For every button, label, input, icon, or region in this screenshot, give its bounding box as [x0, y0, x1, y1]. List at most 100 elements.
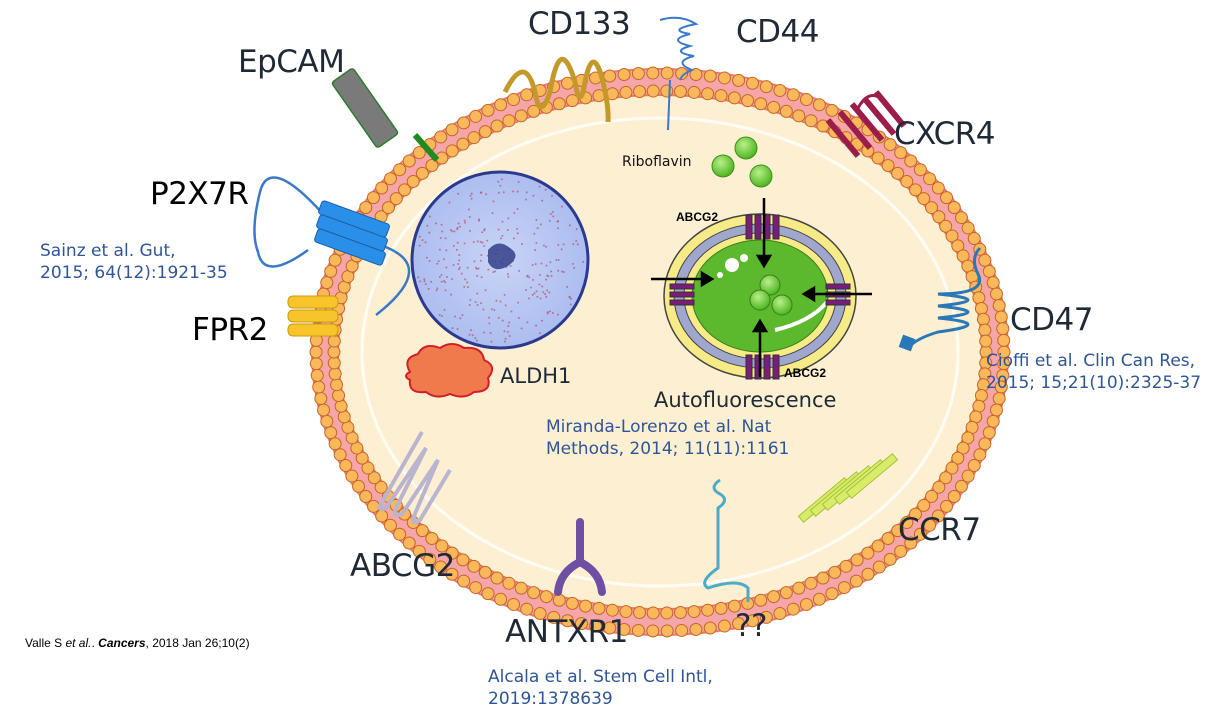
lipid-head [812, 98, 826, 112]
lipid-head [967, 458, 981, 472]
lipid-head [931, 509, 945, 523]
abcg2-membrane-protein-icon [377, 431, 452, 525]
chromatin-dot [551, 194, 554, 197]
chromatin-dot [538, 283, 541, 286]
cd133-protein-icon [502, 57, 611, 123]
chromatin-dot [484, 289, 487, 292]
lipid-head [891, 524, 905, 538]
chromatin-dot [507, 325, 510, 328]
lipid-head [328, 367, 342, 381]
chromatin-dot [528, 276, 531, 279]
chromatin-dot [436, 262, 439, 265]
chromatin-dot [457, 268, 460, 271]
figure-citation: Valle S et al.. Cancers, 2018 Jan 26;10(… [25, 636, 250, 650]
lipid-head [746, 76, 760, 90]
chromatin-dot [470, 197, 473, 200]
chromatin-dot [525, 191, 528, 194]
lipid-head [445, 546, 459, 560]
lipid-head [425, 159, 439, 173]
lipid-head [825, 587, 839, 601]
chromatin-dot [545, 264, 548, 267]
chromatin-dot [504, 304, 507, 307]
lipid-head [646, 84, 660, 98]
lipid-head [908, 183, 922, 197]
reference-miranda: Miranda-Lorenzo et al. Nat Methods, 2014… [546, 416, 789, 460]
lipid-head [560, 614, 574, 628]
lipid-head [976, 312, 990, 326]
chromatin-dot [469, 329, 472, 332]
chromatin-dot [568, 224, 571, 227]
chromatin-dot [534, 248, 537, 251]
lipid-head [520, 602, 534, 616]
lipid-head [552, 97, 566, 111]
p2x7r-protein-icon [253, 176, 411, 316]
lipid-head [786, 602, 800, 616]
lipid-head [324, 426, 338, 440]
lipid-head [675, 623, 689, 637]
chromatin-dot [531, 293, 534, 296]
lipid-head [412, 146, 426, 160]
chromatin-dot [506, 228, 509, 231]
lipid-head [759, 610, 773, 624]
chromatin-dot [457, 222, 460, 225]
lipid-head [539, 590, 553, 604]
lipid-head [527, 104, 541, 118]
chromatin-dot [572, 243, 575, 246]
chromatin-dot [521, 243, 524, 246]
chromatin-dot [542, 244, 545, 247]
chromatin-dot [506, 330, 509, 333]
lipid-head [502, 576, 516, 590]
lipid-head [660, 606, 674, 620]
lipid-head [481, 587, 495, 601]
lipid-head [631, 623, 645, 637]
lipid-head [366, 191, 380, 205]
chromatin-dot [440, 315, 443, 318]
chromatin-dot [479, 259, 482, 262]
lipid-head [773, 607, 787, 621]
chromatin-dot [526, 321, 529, 324]
lipid-head [951, 451, 965, 465]
chromatin-dot [497, 180, 500, 183]
lipid-head [973, 448, 987, 462]
label-unknown: ?? [735, 608, 767, 644]
label-abcg2-top: ABCG2 [676, 210, 719, 224]
chromatin-dot [506, 273, 509, 276]
chromatin-dot [538, 185, 541, 188]
chromatin-dot [491, 212, 494, 215]
chromatin-dot [423, 278, 426, 281]
chromatin-dot [575, 228, 578, 231]
chromatin-dot [548, 219, 551, 222]
chromatin-dot [551, 210, 554, 213]
chromatin-dot [536, 295, 539, 298]
lipid-head [592, 601, 606, 615]
lipid-head [978, 437, 992, 451]
chromatin-dot [508, 334, 511, 337]
lipid-head [320, 276, 334, 290]
label-ccr7: CCR7 [898, 512, 981, 548]
citation-etal: et al. [65, 636, 92, 650]
lipid-head [894, 544, 908, 558]
lipid-head [816, 119, 830, 133]
chromatin-dot [452, 264, 455, 267]
lipid-head [456, 137, 470, 151]
chromatin-dot [551, 311, 554, 314]
lipid-head [547, 610, 561, 624]
lipid-head [703, 621, 717, 635]
lipid-head [328, 253, 342, 267]
lipid-head [330, 378, 344, 392]
lipid-head [754, 593, 768, 607]
chromatin-dot [568, 295, 571, 298]
lipid-head [445, 123, 459, 137]
lipid-head [312, 380, 326, 394]
chromatin-dot [535, 242, 538, 245]
chromatin-dot [533, 232, 536, 235]
reference-miranda-line2: Methods, 2014; 11(11):1161 [546, 439, 790, 459]
chromatin-dot [512, 237, 515, 240]
lipid-head [792, 581, 806, 595]
lipid-head [320, 414, 334, 428]
lipid-head [773, 83, 787, 97]
lipid-head [972, 291, 986, 305]
lipid-head [812, 592, 826, 606]
chromatin-dot [560, 205, 563, 208]
